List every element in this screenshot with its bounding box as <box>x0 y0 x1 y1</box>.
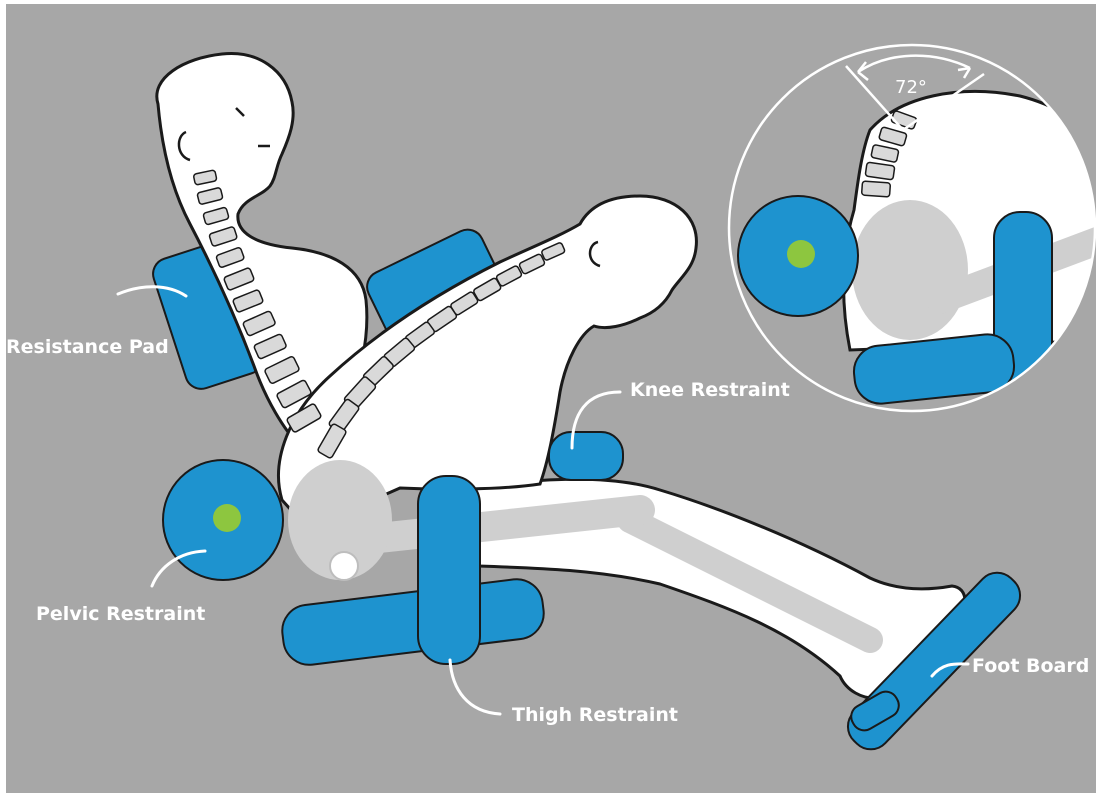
label-pelvic-restraint: Pelvic Restraint <box>36 603 205 625</box>
inset-detail: 72° <box>729 45 1096 411</box>
label-foot-board: Foot Board <box>972 655 1089 677</box>
angle-label: 72° <box>895 77 927 98</box>
thigh-restraint <box>418 476 480 664</box>
label-resistance-pad: Resistance Pad <box>6 336 169 358</box>
label-thigh-restraint: Thigh Restraint <box>512 704 678 726</box>
knee-restraint <box>549 432 623 480</box>
label-knee-restraint: Knee Restraint <box>630 379 790 401</box>
pivot-point <box>213 504 241 532</box>
